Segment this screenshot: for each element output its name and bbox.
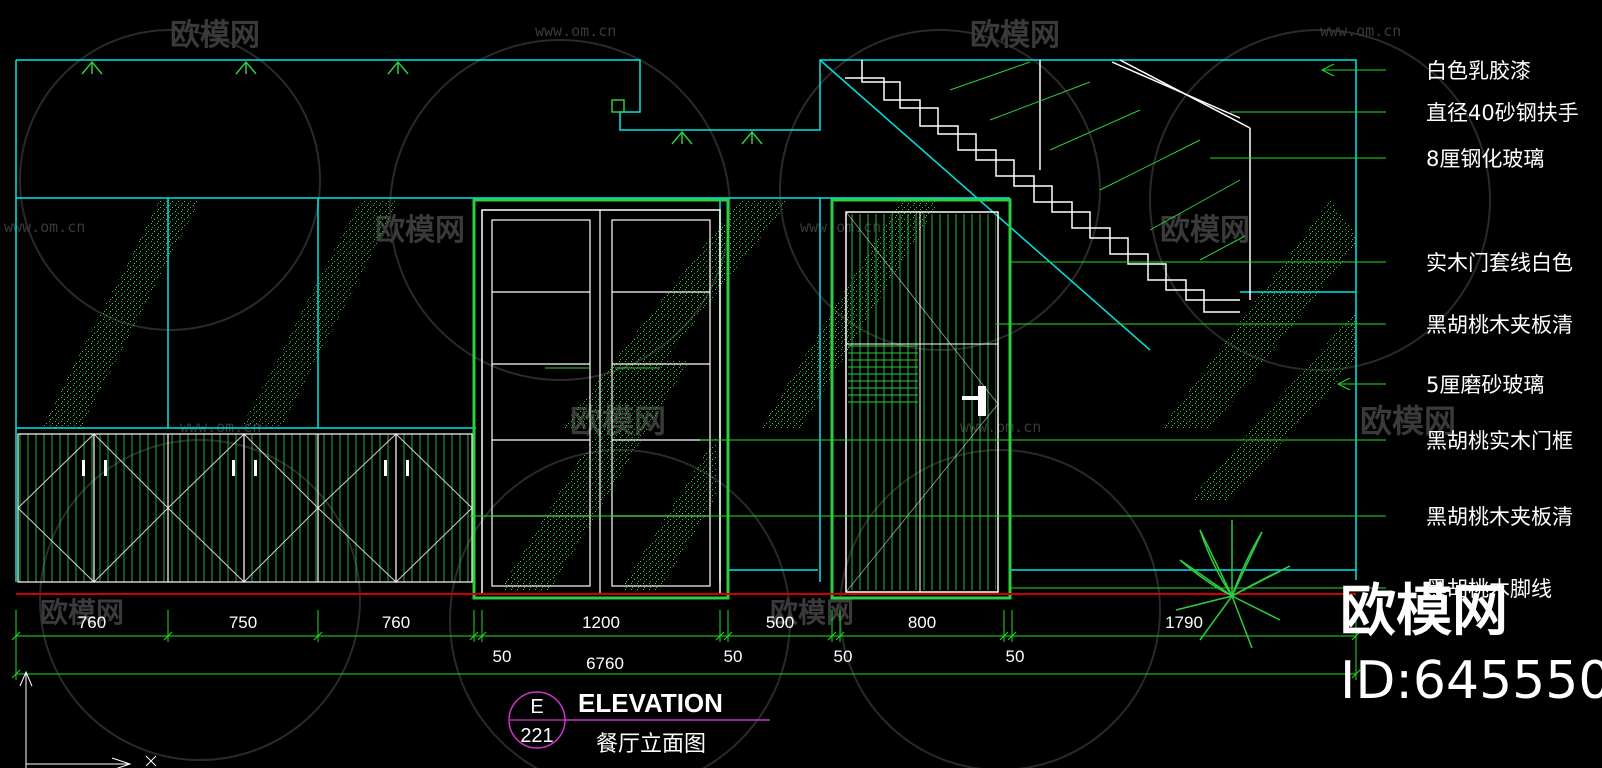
title-block: E 221 ELEVATION 餐厅立面图 <box>508 688 770 757</box>
dimension-label: 1200 <box>582 613 620 632</box>
annotation-label: 实木门套线白色 <box>1426 251 1573 275</box>
dimension-values: 760 750 760 1200 500 800 1790 50 50 50 5… <box>78 613 1203 673</box>
ucs-axis-icon <box>19 670 157 768</box>
title-symbol-number: 221 <box>520 725 553 747</box>
brand-id-text: ID:645550 <box>1340 651 1602 711</box>
glass-hatch <box>500 360 716 590</box>
watermark-url: www.om.cn <box>1320 22 1401 40</box>
dimension-total: 6760 <box>586 654 624 673</box>
brand-logo-text: 欧模网 <box>1340 579 1508 644</box>
watermark-brand: 欧模网 <box>970 18 1060 53</box>
ceiling-light-icon <box>81 60 763 145</box>
watermark-brand: 欧模网 <box>40 596 124 629</box>
lower-cabinets <box>17 433 473 583</box>
dimension-label: 760 <box>78 613 106 632</box>
annotation-label: 8厘钢化玻璃 <box>1426 147 1544 171</box>
dimension-label: 750 <box>229 613 257 632</box>
wall-hatch <box>1190 310 1356 500</box>
dimension-label: 50 <box>724 647 743 666</box>
dimension-label: 50 <box>1006 647 1025 666</box>
dimension-label: 800 <box>908 613 936 632</box>
plant-icon <box>1175 520 1291 649</box>
watermark-brand: 欧模网 <box>1360 402 1456 440</box>
wood-door <box>830 198 1012 600</box>
annotation-label: 黑胡桃木脚线 <box>1426 577 1552 601</box>
annotation-label: 5厘磨砂玻璃 <box>1426 373 1544 397</box>
dimension-label: 50 <box>493 647 512 666</box>
annotation-label: 黑胡桃木夹板清 <box>1426 313 1573 337</box>
watermark-url: www.om.cn <box>535 22 616 40</box>
annotation-label: 直径40砂钢扶手 <box>1426 101 1579 125</box>
title-subheading: 餐厅立面图 <box>596 732 706 757</box>
title-heading: ELEVATION <box>578 688 723 718</box>
stair-glass-hatch <box>949 61 1246 261</box>
watermark-brand: 欧模网 <box>1160 213 1250 248</box>
dimension-lines <box>11 610 1361 680</box>
watermark-url: www.om.cn <box>4 218 85 236</box>
dimension-label: 760 <box>382 613 410 632</box>
watermark-url: www.om.cn <box>180 418 261 436</box>
dimension-label: 1790 <box>1165 613 1203 632</box>
leader-lines <box>470 63 1386 589</box>
stair-outline <box>845 59 1251 313</box>
annotation-label: 白色乳胶漆 <box>1426 59 1531 83</box>
dimension-label: 50 <box>834 647 853 666</box>
title-symbol-letter: E <box>530 696 543 718</box>
dimension-label: 500 <box>766 613 794 632</box>
material-annotations: 白色乳胶漆 直径40砂钢扶手 8厘钢化玻璃 实木门套线白色 黑胡桃木夹板清 5厘… <box>1426 59 1579 601</box>
watermark-brand: 欧模网 <box>170 18 260 53</box>
annotation-label: 黑胡桃实木门框 <box>1426 429 1573 453</box>
annotation-label: 黑胡桃木夹板清 <box>1426 505 1573 529</box>
brand-watermark: 欧模网 ID:645550 <box>1340 579 1602 711</box>
